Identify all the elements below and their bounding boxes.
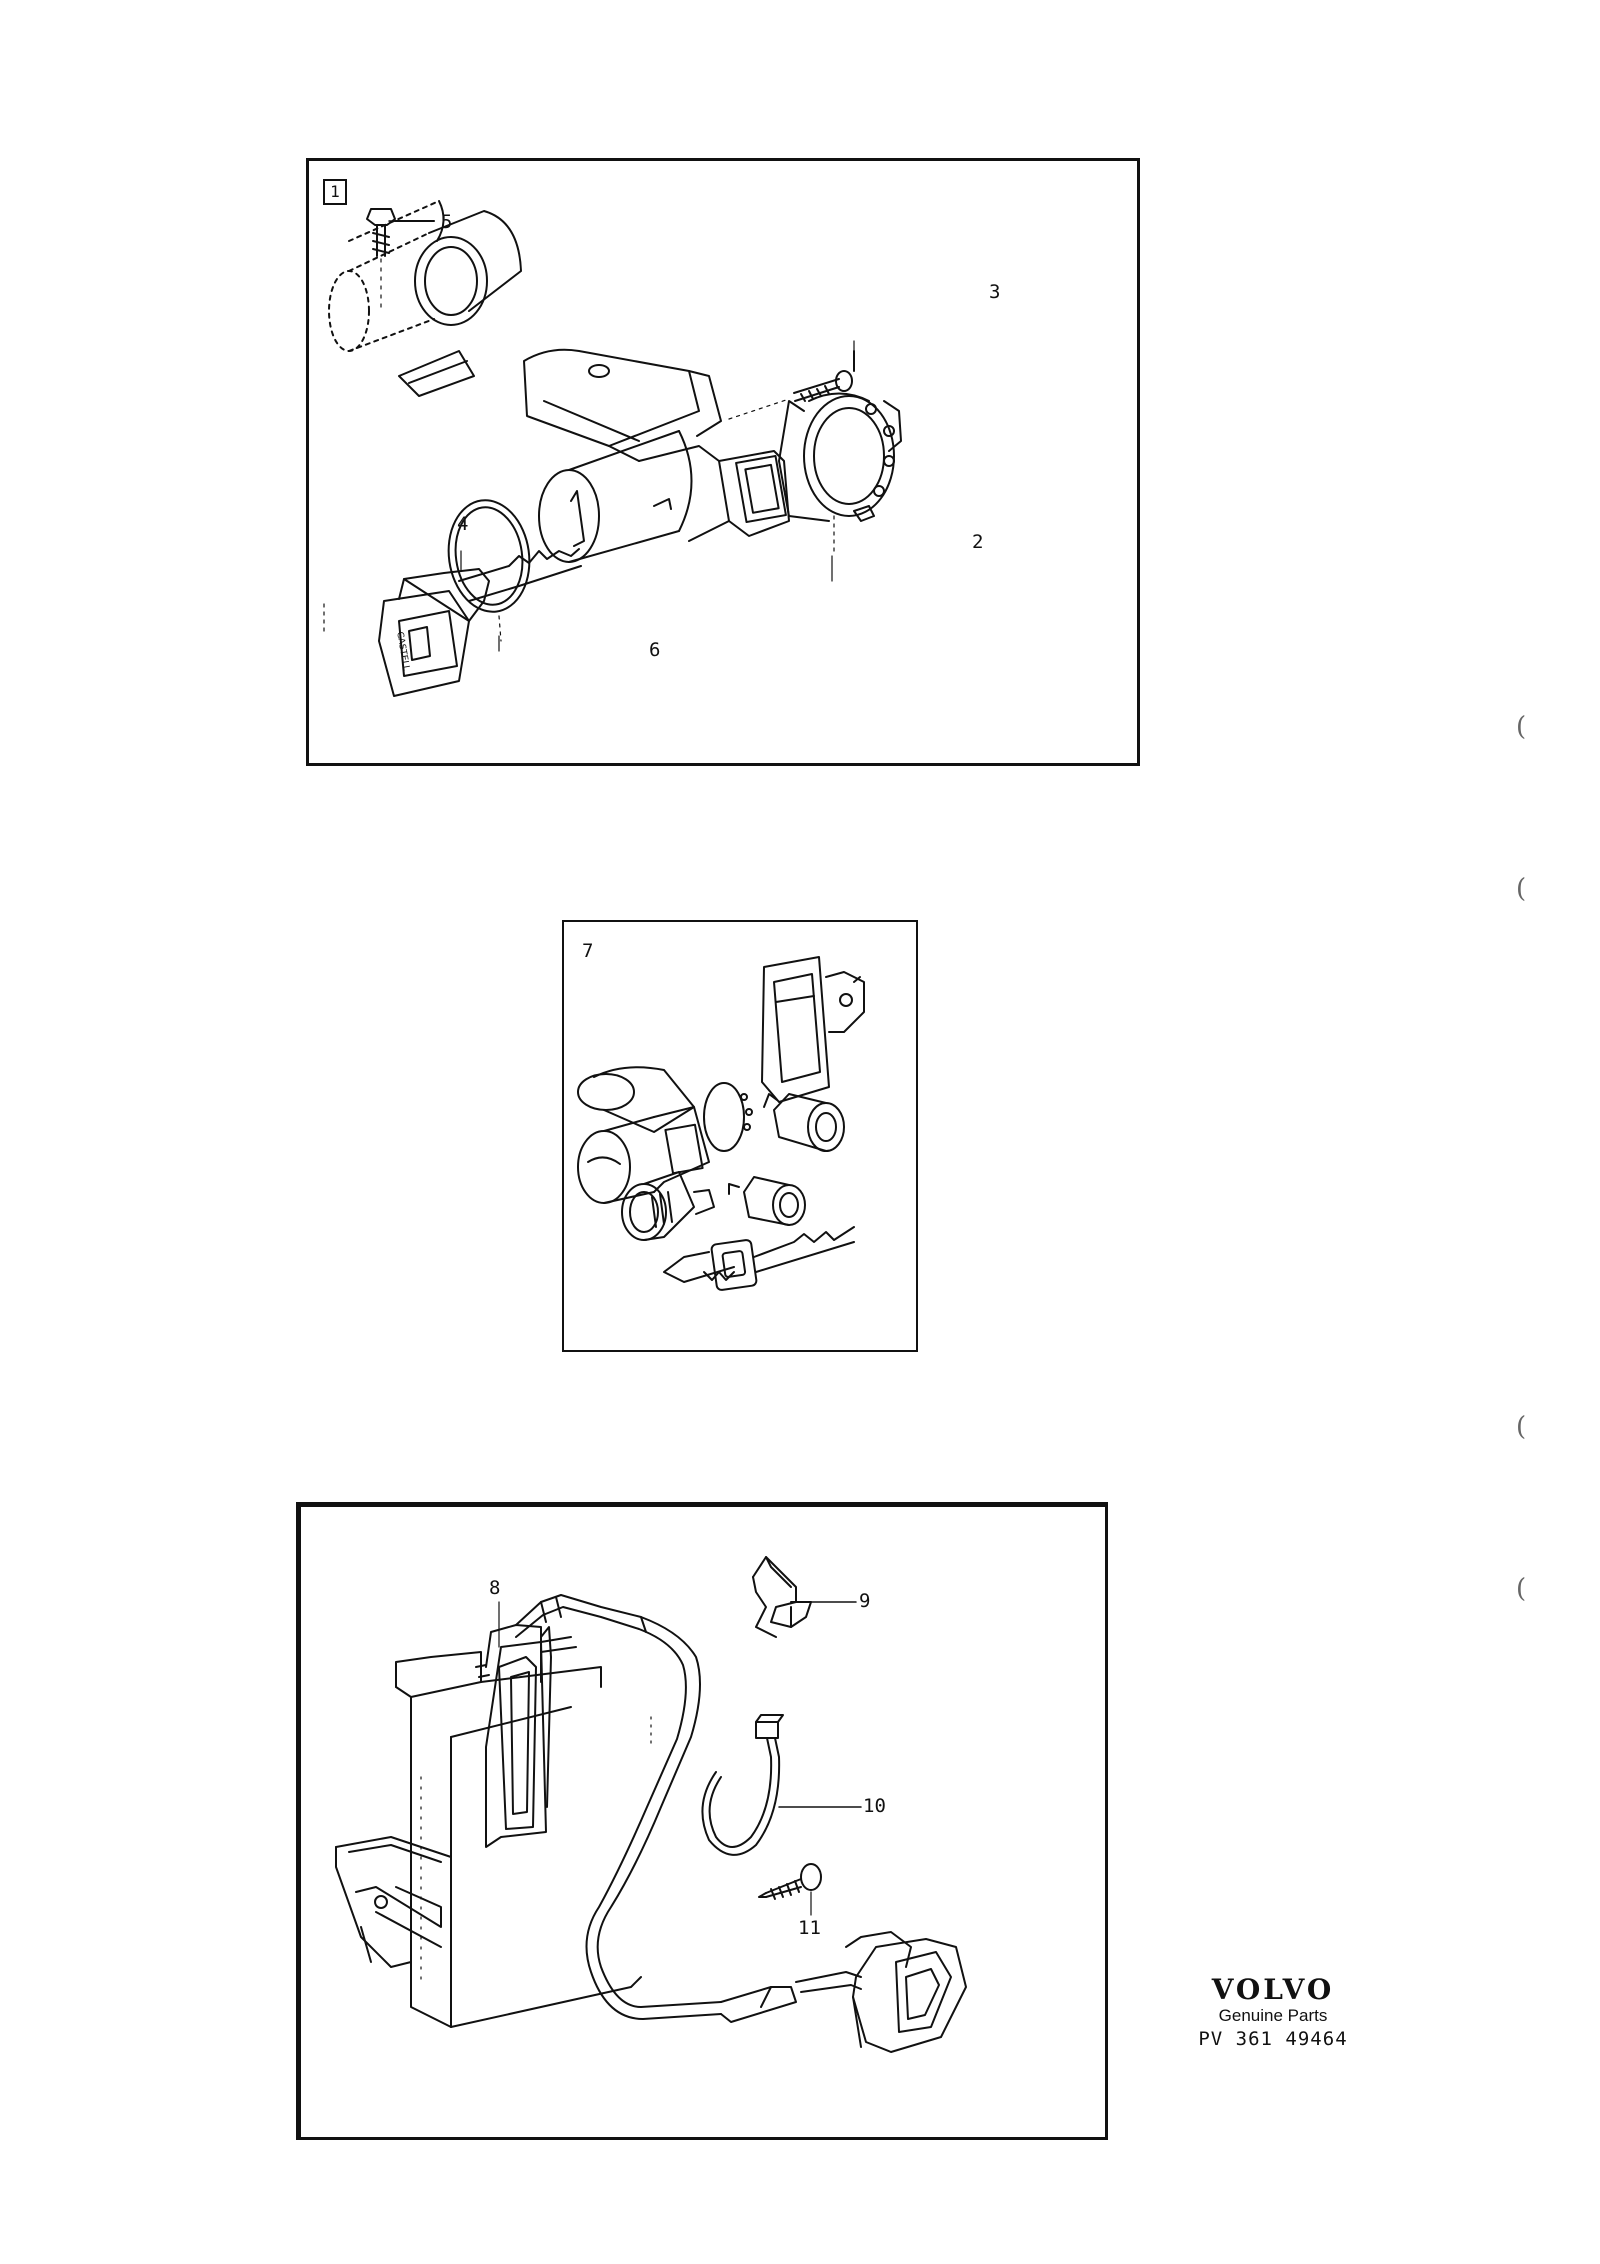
- callout-10: 10: [863, 1795, 886, 1817]
- lock-cylinder-icon: [763, 1093, 845, 1152]
- switch-housing-icon: [761, 956, 865, 1103]
- callout-11: 11: [798, 1917, 821, 1939]
- plug-icon: [845, 1931, 967, 2053]
- control-unit-drawing: [335, 1556, 967, 2053]
- callout-3: 3: [989, 281, 1001, 303]
- callout-6: 6: [649, 639, 661, 661]
- column-clamp-icon: [328, 200, 522, 397]
- lock-set-drawing: [577, 956, 865, 1291]
- hook-wire-icon: [701, 1714, 862, 1856]
- bolt-icon: [366, 208, 435, 312]
- callout-2: 2: [972, 531, 984, 553]
- o-ring-icon: [447, 499, 531, 642]
- wire-harness-icon: [515, 1594, 862, 2023]
- screw-icon: [758, 1863, 822, 1916]
- callout-9: 9: [859, 1590, 871, 1612]
- panel-lock-set: 7: [562, 920, 918, 1352]
- margin-mark: (: [1516, 712, 1527, 742]
- callout-5: 5: [441, 211, 453, 233]
- section-number-box: 1: [323, 179, 347, 205]
- panel-ignition-lock-assembly: 1: [306, 158, 1140, 766]
- key-icon: [663, 1226, 855, 1291]
- callout-4: 4: [457, 513, 469, 535]
- margin-mark: (: [1516, 1412, 1527, 1442]
- ignition-lock-drawing: [323, 200, 902, 697]
- ignition-lock-icon: [523, 348, 902, 563]
- margin-mark: (: [1516, 1574, 1527, 1604]
- clip-icon: [752, 1556, 857, 1638]
- brand-block: VOLVO Genuine Parts PV 361 49464: [1163, 1975, 1383, 2051]
- callout-7: 7: [582, 940, 594, 962]
- margin-mark: (: [1516, 874, 1527, 904]
- part-number: PV 361 49464: [1198, 2028, 1348, 2050]
- ignition-lock-icon: [577, 1066, 753, 1204]
- lock-cylinder-icon: [621, 1171, 715, 1241]
- key-icon: [323, 548, 582, 697]
- lock-cylinder-icon: [728, 1176, 806, 1226]
- callout-8: 8: [489, 1577, 501, 1599]
- volvo-logo: VOLVO: [1211, 1973, 1335, 2006]
- panel-control-unit: 8 9 10 11: [296, 1502, 1108, 2140]
- connector-icon: [475, 1624, 577, 1848]
- control-unit-icon: [335, 1651, 642, 2028]
- brand-subtitle: Genuine Parts: [1218, 2006, 1328, 2025]
- screw-icon: [728, 350, 855, 420]
